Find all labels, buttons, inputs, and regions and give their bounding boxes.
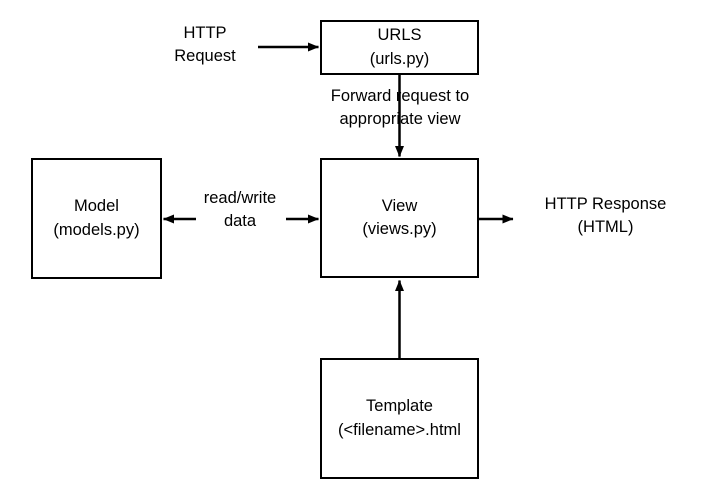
http-response-label: HTTP Response (HTML) [528, 193, 683, 240]
read-write-data-label: read/write data [196, 187, 284, 234]
http-response-label-line1: HTTP Response [544, 195, 667, 213]
urls-node-title: URLS [377, 26, 422, 45]
template-node-subtitle: (<filename>.html [338, 420, 461, 439]
urls-node-subtitle: (urls.py) [369, 49, 430, 68]
http-response-label-line2: (HTML) [577, 218, 634, 237]
urls-node[interactable]: URLS (urls.py) [320, 20, 479, 75]
model-node-title: Model [74, 197, 119, 216]
view-node[interactable]: View (views.py) [320, 158, 479, 278]
forward-request-label-line1: Forward request to [330, 87, 470, 105]
http-request-label-line2: Request [174, 47, 236, 66]
view-node-title: View [381, 196, 418, 215]
model-node-subtitle: (models.py) [53, 220, 140, 239]
http-request-label: HTTP Request [155, 22, 255, 69]
forward-request-label-line2: appropriate view [339, 110, 461, 129]
template-node-title: Template [366, 397, 433, 416]
read-write-data-label-line1: read/write [203, 189, 277, 207]
template-node[interactable]: Template (<filename>.html [320, 358, 479, 479]
read-write-data-label-line2: data [223, 212, 257, 231]
http-request-label-line1: HTTP [183, 24, 227, 42]
view-node-subtitle: (views.py) [362, 220, 437, 238]
model-node[interactable]: Model (models.py) [31, 158, 162, 279]
forward-request-label: Forward request to appropriate view [320, 85, 480, 132]
